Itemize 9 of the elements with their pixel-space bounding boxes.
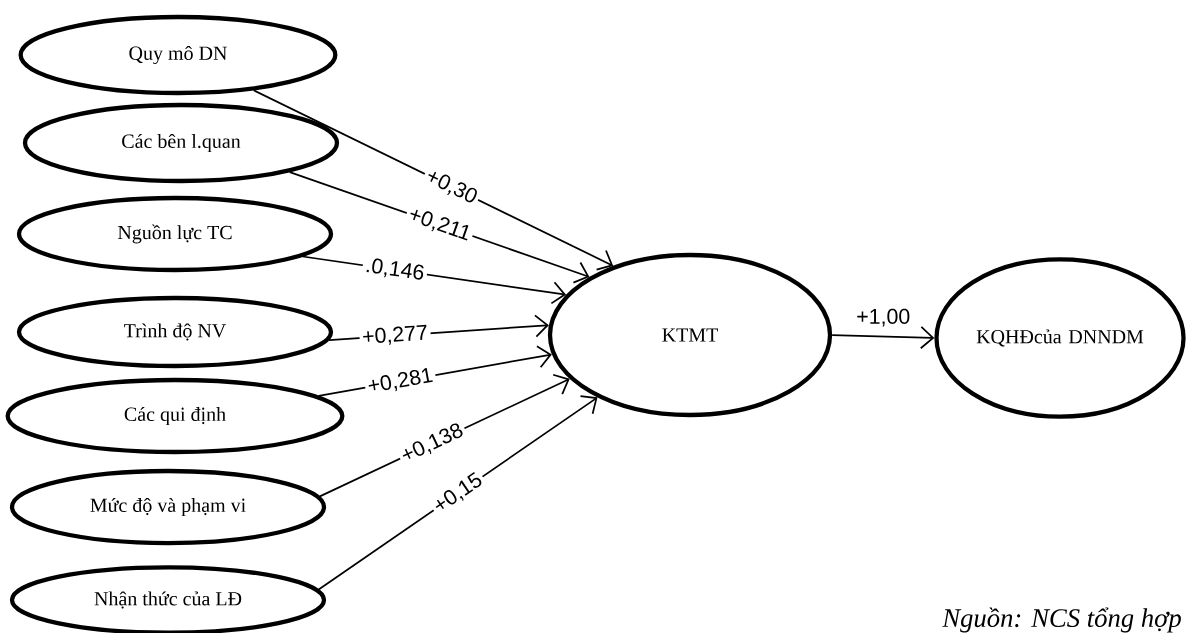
- arrow: [831, 326, 935, 350]
- edge-label: +0,211: [410, 209, 469, 241]
- edge-label: +0,277: [363, 324, 427, 345]
- source-note: Nguồn: NCS tổng hợp: [942, 607, 1181, 633]
- edge-label: +0,30: [428, 171, 477, 203]
- edge-label: +1,00: [857, 308, 910, 327]
- edge-label: +0,281: [368, 367, 433, 392]
- edge-label: +0,138: [402, 423, 463, 459]
- edge-label: .0,146: [366, 258, 424, 280]
